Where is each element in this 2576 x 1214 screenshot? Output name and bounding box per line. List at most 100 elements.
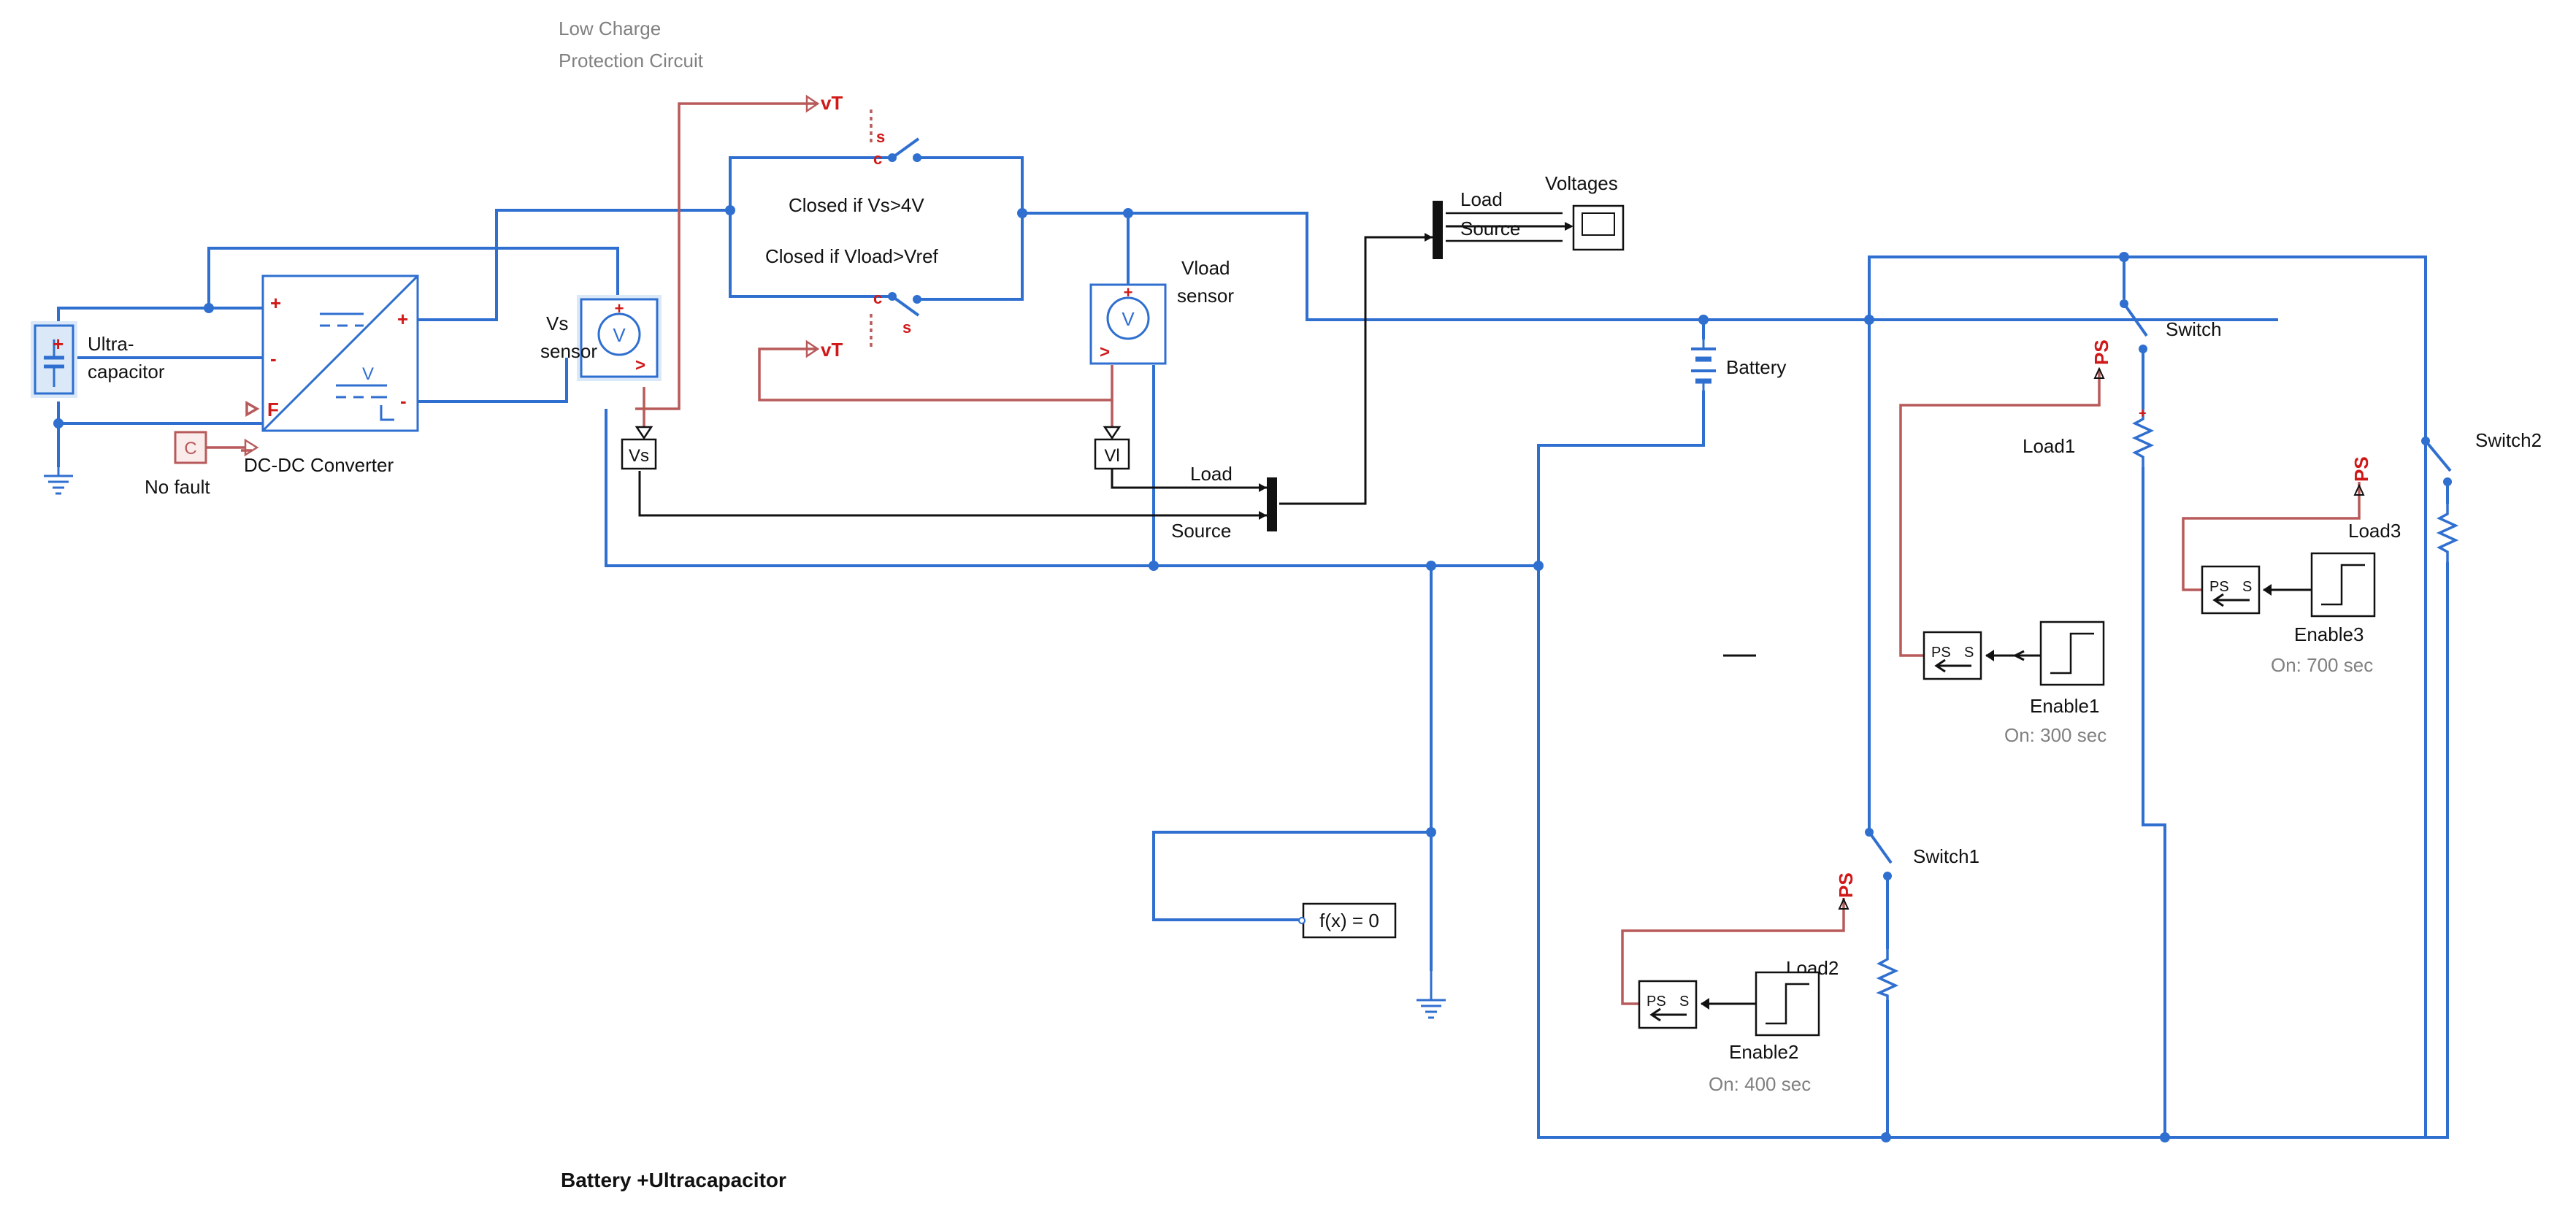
enable1-converter-ps: PS	[1931, 645, 1951, 661]
vs-output-converter[interactable]: Vs	[621, 426, 657, 470]
junction	[53, 418, 64, 429]
enable3-converter-ps: PS	[2209, 579, 2229, 595]
switch-block[interactable]: PS Switch	[2090, 299, 2222, 379]
junction-dots	[53, 205, 2170, 1142]
junction	[1864, 315, 1874, 325]
enable2-step-block[interactable]: Enable2 On: 400 sec	[1701, 971, 1820, 1095]
battery-label: Battery	[1726, 356, 1786, 378]
solver-label: f(x) = 0	[1319, 910, 1379, 931]
top-controlled-switch[interactable]: vT s c	[805, 92, 926, 168]
protection-note-line1: Low Charge	[559, 18, 661, 39]
sig-vs-to-mux[interactable]	[638, 471, 1267, 517]
top-switch-vt: vT	[821, 92, 843, 114]
sig-vl-to-mux[interactable]	[1111, 469, 1267, 489]
wire-ucap-minus[interactable]	[57, 402, 263, 425]
enable2-converter-s: S	[1679, 994, 1689, 1010]
switch1-block[interactable]: PS Switch1	[1835, 828, 1979, 910]
junction	[725, 205, 735, 215]
switch2-block[interactable]: PS Switch2	[2350, 429, 2542, 496]
junction	[204, 303, 214, 313]
battery-block[interactable]: Battery	[1691, 339, 1786, 391]
wire-ucap-to-vs-sensor[interactable]	[207, 247, 619, 308]
sig-mux-to-mux[interactable]	[1279, 236, 1433, 505]
junction	[1426, 827, 1436, 837]
ps-vs-to-top-vt[interactable]	[635, 102, 818, 410]
wire-battery-bottom[interactable]	[1537, 391, 1886, 1139]
wire-switch-right[interactable]	[917, 156, 1024, 301]
top-switch-s-label: s	[876, 128, 885, 146]
scope-block[interactable]: Voltages	[1545, 172, 1625, 251]
ps-wires	[241, 102, 2361, 1005]
fault-constant-block[interactable]: C No fault	[145, 431, 259, 498]
bottom-mux-input-source: Source	[1171, 520, 1231, 542]
bottom-mux-block[interactable]: Load Source	[1171, 463, 1277, 542]
dcdc-fault-port: F	[267, 399, 279, 420]
protection-note: Low Charge Protection Circuit	[559, 18, 704, 72]
enable2-converter[interactable]: PS S	[1638, 980, 1698, 1029]
dcdc-converter-block[interactable]: V + - + - F DC-DC Converter	[244, 274, 419, 476]
top-mux-block[interactable]: Load Source	[1425, 188, 1563, 259]
dcdc-minus-left: -	[270, 347, 277, 369]
wire-conv-minus[interactable]	[418, 358, 568, 403]
fault-constant-glyph: C	[184, 439, 196, 458]
dcdc-label: DC-DC Converter	[244, 454, 394, 476]
vload-sensor-label-line1: Vload	[1181, 257, 1230, 279]
bottom-switch-c-label: c	[873, 289, 882, 307]
enable3-converter[interactable]: PS S	[2201, 565, 2261, 615]
bottom-controlled-switch[interactable]: vT c s	[805, 289, 921, 361]
wire-main-rail[interactable]	[1022, 212, 2278, 321]
switch2-label: Switch2	[2475, 429, 2542, 451]
wire-to-top-switch[interactable]	[729, 156, 892, 210]
switch-label: Switch	[2166, 318, 2222, 340]
ultracapacitor-block[interactable]: + Ultra- capacitor	[31, 321, 165, 398]
bottom-mux-input-load: Load	[1190, 463, 1233, 485]
vl-output-converter[interactable]: Vl	[1094, 426, 1130, 470]
wire-solver-loop[interactable]	[1152, 831, 1431, 921]
condition-vload: Closed if Vload>Vref	[765, 245, 939, 267]
enable1-step-block[interactable]: Enable1 On: 300 sec	[1985, 621, 2107, 746]
switch1-label: Switch1	[1913, 845, 1979, 867]
ps-input-arrow-icon	[244, 438, 259, 457]
vs-sensor-label-line2: sensor	[540, 340, 597, 362]
protection-note-line2: Protection Circuit	[559, 50, 704, 72]
ps-enable1[interactable]	[1899, 369, 2101, 657]
svg-text:>: >	[1100, 342, 1110, 362]
diagram-title: Battery +Ultracapacitor	[561, 1169, 786, 1191]
svg-text:+: +	[1124, 283, 1133, 301]
enable1-label: Enable1	[2030, 695, 2099, 717]
svg-text:+: +	[615, 299, 624, 318]
wire-return-rail[interactable]	[605, 409, 1431, 567]
junction	[1698, 315, 1709, 325]
solver-configuration-block[interactable]: f(x) = 0	[1298, 902, 1397, 939]
vload-sensor-glyph: V	[1122, 308, 1135, 330]
vs-sensor-block[interactable]: V + > Vs sensor	[540, 295, 662, 381]
junction	[1017, 208, 1027, 218]
svg-text:V: V	[362, 364, 374, 384]
switch-ps-port: PS	[2090, 339, 2112, 365]
wire-load3-down[interactable]	[2426, 562, 2449, 1139]
ucap-plus-glyph: +	[53, 333, 64, 355]
junction	[2160, 1132, 2170, 1142]
wire-load-frame[interactable]	[1868, 256, 2427, 1139]
vl-output-label: Vl	[1104, 446, 1119, 466]
ultracapacitor-label-line2: capacitor	[88, 361, 165, 383]
wire-to-bottom-switch[interactable]	[729, 210, 892, 298]
ps-enable3[interactable]	[2182, 482, 2361, 591]
load1-resistor[interactable]: + Load1	[2023, 406, 2155, 467]
vload-sensor-block[interactable]: V + > Vload sensor	[1089, 257, 1234, 365]
scope-label: Voltages	[1545, 172, 1618, 194]
bottom-switch-vt: vT	[821, 339, 843, 361]
wire-conv-plus[interactable]	[418, 209, 730, 321]
load3-resistor[interactable]: Load3	[2348, 504, 2459, 562]
junction	[1881, 1132, 1891, 1142]
wire-ucap-plus[interactable]	[57, 307, 263, 321]
ps-enable2[interactable]	[1621, 898, 1845, 1005]
wire-load1-down[interactable]	[2142, 467, 2166, 1137]
enable1-converter[interactable]: PS S	[1923, 631, 1982, 680]
ps-vload-to-bottom-vt[interactable]	[758, 347, 1113, 402]
top-mux-input-load: Load	[1460, 188, 1503, 210]
dcdc-minus-right: -	[400, 390, 407, 412]
enable3-step-block[interactable]: Enable3 On: 700 sec	[2263, 552, 2376, 676]
